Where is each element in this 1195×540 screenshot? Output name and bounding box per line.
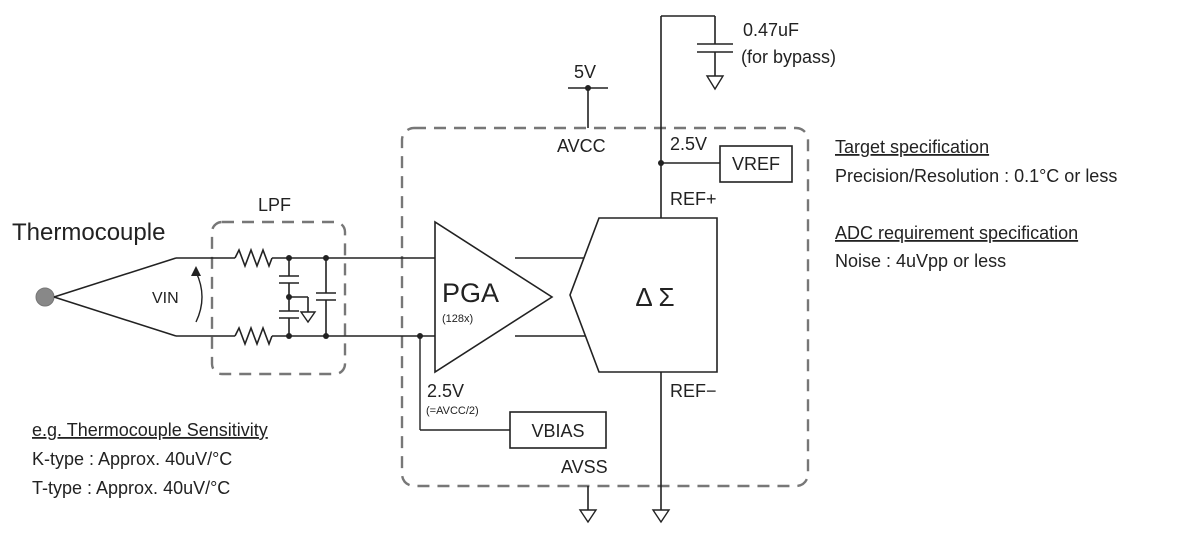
vref-voltage-label: 2.5V xyxy=(670,134,707,154)
lpf-label: LPF xyxy=(258,195,291,215)
sensitivity-title: e.g. Thermocouple Sensitivity xyxy=(32,420,268,440)
vref-label: VREF xyxy=(732,154,780,174)
sensitivity-t-type: T-type : Approx. 40uV/°C xyxy=(32,478,230,498)
bypass-cap-note: (for bypass) xyxy=(741,47,836,67)
bypass-ground xyxy=(705,75,725,91)
bypass-cap-value: 0.47uF xyxy=(743,20,799,40)
thermocouple-label: Thermocouple xyxy=(12,219,165,246)
pga-amplifier xyxy=(434,220,554,374)
vbias-label: VBIAS xyxy=(531,421,584,441)
vin-label: VIN xyxy=(152,290,179,307)
ground-avss xyxy=(578,509,598,524)
adc-ic-outline xyxy=(400,126,810,488)
lpf-capacitors xyxy=(279,258,336,336)
pga-gain-label: (128x) xyxy=(442,313,473,325)
target-spec-title: Target specification xyxy=(835,137,989,157)
avcc-label: AVCC xyxy=(557,136,606,156)
sensitivity-k-type: K-type : Approx. 40uV/°C xyxy=(32,449,232,469)
ref-minus-label: REF− xyxy=(670,381,717,401)
avss-label: AVSS xyxy=(561,457,608,477)
delta-sigma-label: Δ Σ xyxy=(635,282,674,312)
vref-block xyxy=(719,145,793,183)
adc-spec-line: Noise : 4uVpp or less xyxy=(835,251,1006,271)
delta-sigma-adc xyxy=(569,217,718,373)
pga-label: PGA xyxy=(442,278,499,308)
bias-note-label: (=AVCC/2) xyxy=(426,405,479,417)
ref-plus-label: REF+ xyxy=(670,189,717,209)
ground-ref-minus xyxy=(651,509,671,524)
adc-spec-title: ADC requirement specification xyxy=(835,223,1078,243)
vbias-block xyxy=(509,411,607,449)
resistor-top xyxy=(234,247,273,269)
thermocouple-probe xyxy=(35,257,235,337)
lpf-outline xyxy=(210,220,347,376)
resistor-bottom xyxy=(234,325,273,347)
supply-5v-label: 5V xyxy=(574,62,596,82)
bias-voltage-label: 2.5V xyxy=(427,381,464,401)
vin-arrow xyxy=(195,271,203,323)
target-spec-line: Precision/Resolution : 0.1°C or less xyxy=(835,166,1117,186)
